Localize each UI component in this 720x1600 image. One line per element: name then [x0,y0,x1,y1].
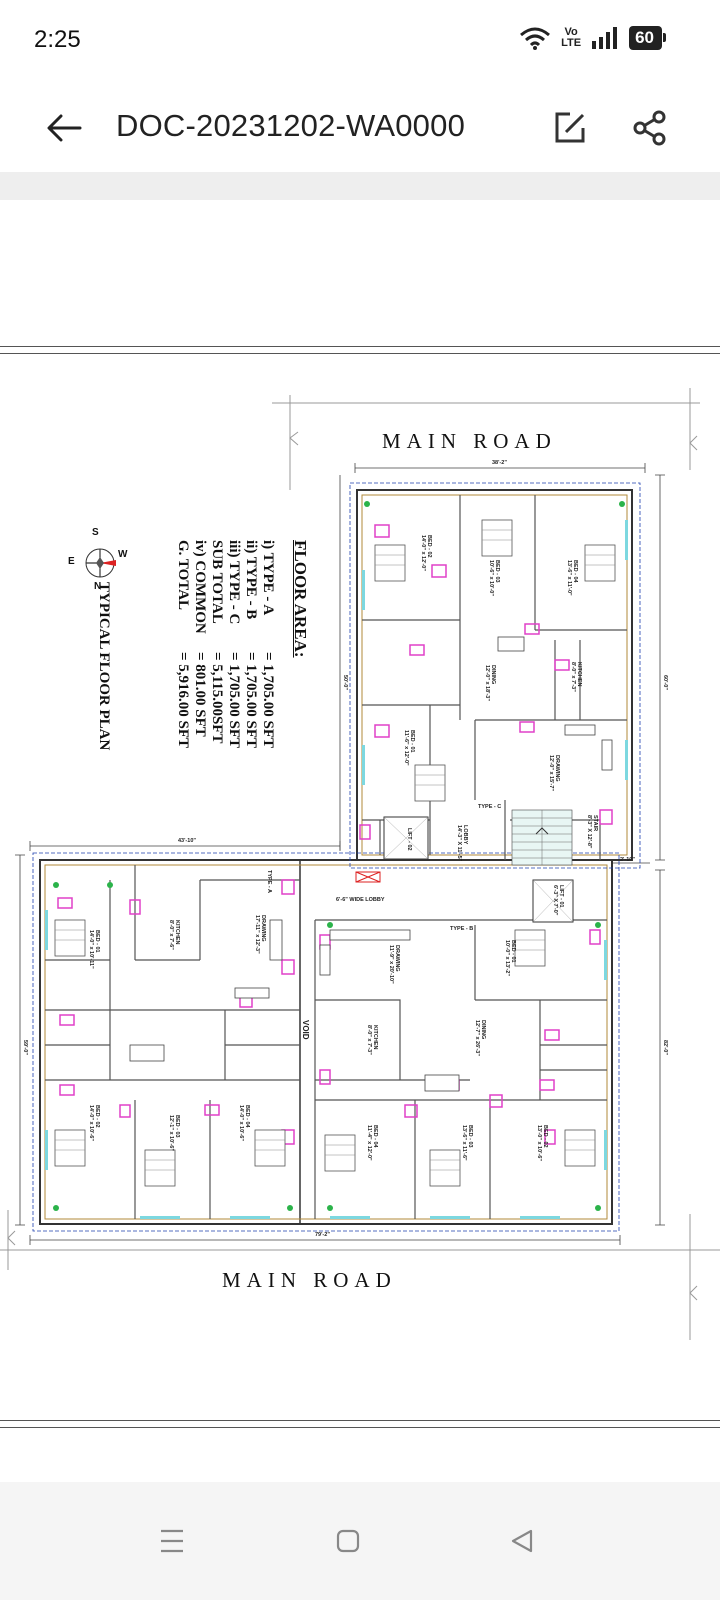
wifi-icon [520,27,551,50]
area-row-subtotal: SUB TOTAL= 5,115.00SFT [209,540,225,744]
signal-icon [592,27,618,49]
area-row-type-a: i) TYPE - A= 1,705.00 SFT [260,540,276,749]
home-icon[interactable] [318,1516,378,1566]
arrow-left-icon[interactable] [42,106,86,150]
area-row-type-b: ii) TYPE - B= 1,705.00 SFT [243,540,259,749]
compass-s: S [92,527,99,538]
area-row-grand-total: G. TOTAL= 5,916.00 SFT [175,540,191,749]
road-label-top: MAIN ROAD [382,429,557,453]
road-label-bottom: MAIN ROAD [222,1268,397,1292]
status-icons: Vo LTE 60 [519,26,666,50]
document-viewer[interactable]: MAIN ROAD MAIN ROAD W S N E FLOOR AREA: … [0,200,720,1482]
app-bar: DOC-20231202-WA0000 [0,84,720,172]
system-nav-bar [0,1482,720,1600]
floor-area-title: FLOOR AREA: [291,540,310,658]
dim-right-height: 60'-0" [662,675,668,690]
volte-indicator: Vo LTE [561,26,582,49]
label-type-a: TYPE - A [266,870,272,894]
dim-small-right: 2'-10" [620,857,635,863]
toolbar-divider [0,172,720,200]
dim-left-height: 59'-0" [22,1040,28,1055]
room-lift-2: LIFT - 02 [406,828,412,851]
document-title: DOC-20231202-WA0000 [116,108,466,143]
compass-n: N [94,581,102,592]
compass-e: E [68,556,75,567]
compass-w: W [118,549,128,560]
compass-graphic [85,548,116,578]
edit-icon[interactable] [548,106,592,150]
room-wide-lobby: 6'-6" WIDE LOBBY [336,897,385,903]
share-icon[interactable] [628,106,672,150]
status-time: 2:25 [34,26,81,53]
battery-icon: 60 [629,26,666,50]
label-type-c: TYPE - C [478,804,502,810]
label-void: VOID [301,1020,310,1040]
label-type-b: TYPE - B [450,926,474,932]
area-row-common: iv) COMMON= 801.00 SFT [192,540,208,737]
dim-mid-height: 50'-0" [342,675,348,690]
page-border-bottom [0,1420,720,1428]
area-row-type-c: iii) TYPE - C= 1,705.00 SFT [226,540,242,749]
floor-area-block: FLOOR AREA: i) TYPE - A= 1,705.00 SFT ii… [174,540,310,748]
dim-bottom-width: 79'-2" [315,1232,330,1238]
dim-left-width: 43'-10" [178,838,196,844]
back-triangle-icon[interactable] [492,1516,552,1566]
floor-plan-drawing [0,388,720,1340]
dim-top-width: 38'-2" [492,460,507,466]
page-border-top [0,346,720,354]
dim-far-right: 82'-0" [662,1040,668,1055]
recents-icon[interactable] [142,1516,202,1566]
plan-title: TYPICAL FLOOR PLAN [96,582,112,751]
status-bar: 2:25 Vo LTE 60 [0,0,720,84]
